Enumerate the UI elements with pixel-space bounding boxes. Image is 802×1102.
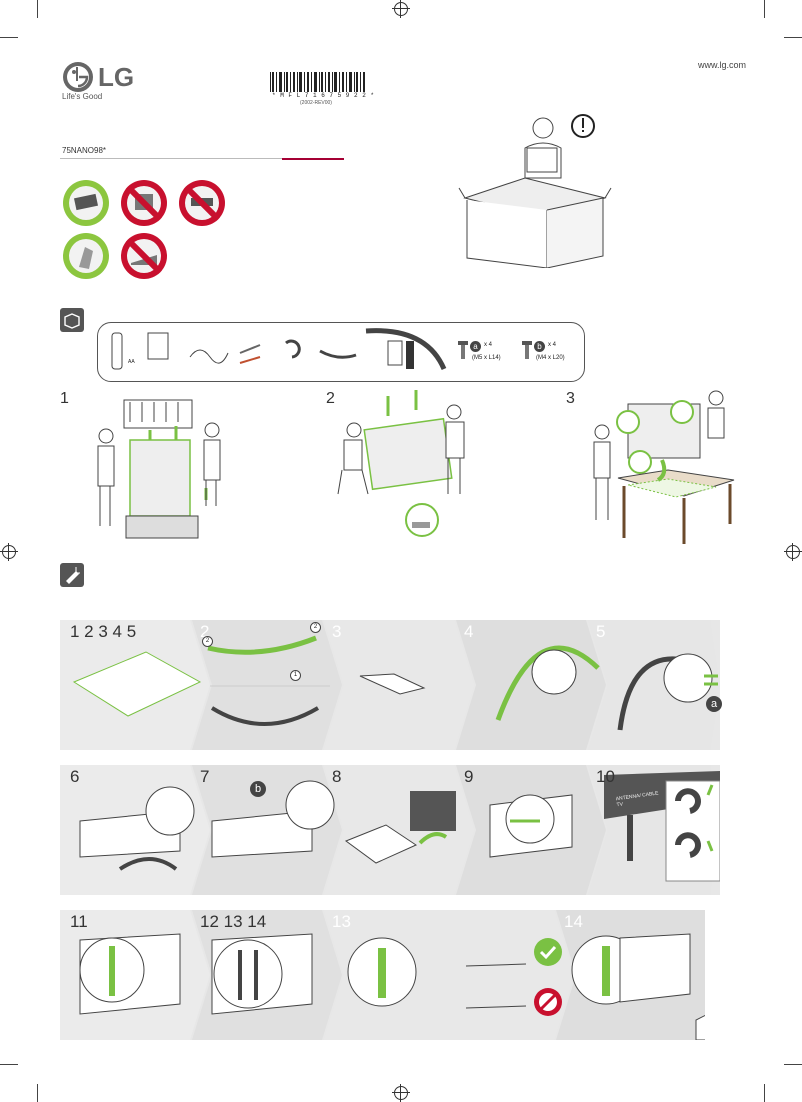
unpack-step-1-illustration xyxy=(90,380,240,545)
crop-mark xyxy=(37,1084,38,1102)
brand-name: LG xyxy=(98,62,135,92)
numbered-mark: 1 xyxy=(290,670,301,681)
tools-icon xyxy=(60,563,84,587)
no-lifting-icon xyxy=(179,180,225,226)
divider xyxy=(60,158,344,159)
assembly-step-label: 13 xyxy=(332,912,351,931)
numbered-mark: 2 xyxy=(202,636,213,647)
unpack-step-number: 2 xyxy=(326,390,335,407)
crop-mark xyxy=(0,37,18,38)
ok-handling-icon xyxy=(63,180,109,226)
assembly-step-label: 12 13 14 xyxy=(200,912,267,931)
assembly-step-label: 2 xyxy=(200,622,210,641)
crop-mark xyxy=(764,0,765,18)
crop-mark xyxy=(764,1084,765,1102)
assembly-row-2: 6 7 8 9 10 b ANTENNA/ CABLE TV xyxy=(60,765,720,895)
assembly-step-label: 6 xyxy=(70,767,80,786)
crop-mark xyxy=(784,1064,802,1065)
lg-logo: LG Life's Good xyxy=(60,59,150,101)
screw-a-letter: a xyxy=(470,341,481,352)
tagline: Life's Good xyxy=(62,92,103,101)
no-handling-icon xyxy=(121,180,167,226)
screw-a-size: (M5 x L14) xyxy=(472,355,501,361)
no-press-icon xyxy=(121,233,167,279)
box-contents-icon xyxy=(60,308,84,332)
registration-mark xyxy=(392,0,410,18)
callout-a: a xyxy=(706,696,722,712)
registration-mark xyxy=(392,1084,410,1102)
screw-b-qty: x 4 xyxy=(548,342,557,348)
battery-label: AA xyxy=(128,359,135,365)
website-url: www.lg.com xyxy=(698,60,747,70)
registration-mark xyxy=(784,543,802,561)
callout-b: b xyxy=(250,781,266,797)
assembly-step-label: 11 xyxy=(70,912,88,931)
numbered-mark: 2 xyxy=(310,622,321,633)
crop-mark xyxy=(784,37,802,38)
assembly-step-label: 7 xyxy=(200,767,210,786)
registration-mark xyxy=(0,543,18,561)
screw-a-qty: x 4 xyxy=(484,342,493,348)
barcode xyxy=(270,72,366,94)
screw-b-letter: b xyxy=(534,341,545,352)
unpack-step-2-illustration xyxy=(330,390,480,540)
unboxing-illustration xyxy=(455,108,615,269)
screw-b: b x 4 (M4 x L20) xyxy=(522,341,582,371)
assembly-row-1: 1 2 3 4 5 2 3 4 5 2 2 1 a xyxy=(60,620,722,750)
crop-mark xyxy=(37,0,38,18)
unpack-step-number: 3 xyxy=(566,390,575,407)
model-number: 75NANO98* xyxy=(62,146,107,155)
assembly-step-label: 8 xyxy=(332,767,342,786)
assembly-step-label: 9 xyxy=(464,767,474,786)
unpack-step-3-illustration xyxy=(588,390,738,550)
assembly-step-label: 10 xyxy=(596,767,615,786)
ok-grip-icon xyxy=(63,233,109,279)
crop-mark xyxy=(0,1064,18,1065)
accent-divider xyxy=(282,158,344,160)
assembly-row-3: 11 12 13 14 13 14 xyxy=(60,910,705,1040)
barcode-revision: (2002-REV00) xyxy=(300,100,332,106)
parts-list: AA a x 4 (M5 x L14) b x 4 (M4 x L20) xyxy=(97,322,585,382)
barcode-text: * M F L 7 1 6 7 5 9 2 2 * xyxy=(272,92,375,99)
assembly-step-label: 3 xyxy=(332,622,342,641)
screw-b-size: (M4 x L20) xyxy=(536,355,565,361)
assembly-step-label: 4 xyxy=(464,622,474,641)
unpack-step-number: 1 xyxy=(60,390,69,407)
assembly-step-label: 5 xyxy=(596,622,606,641)
screw-a: a x 4 (M5 x L14) xyxy=(458,341,518,371)
assembly-step-label: 1 2 3 4 5 xyxy=(70,622,137,641)
assembly-step-label: 14 xyxy=(564,912,583,931)
